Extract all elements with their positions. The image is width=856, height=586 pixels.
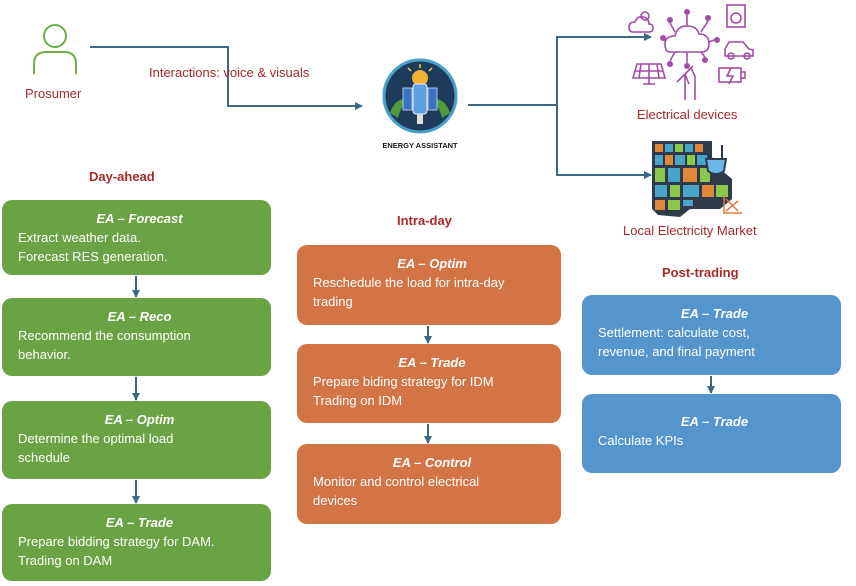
step-title: EA – Optim xyxy=(397,256,467,271)
step-line: Forecast RES generation. xyxy=(18,249,168,264)
step-box-trade-idm: EA – Trade Prepare biding strategy for I… xyxy=(297,344,561,423)
step-title: EA – Trade xyxy=(398,355,466,370)
step-line: Recommend the consumption xyxy=(18,328,191,343)
phase-title-day-ahead: Day-ahead xyxy=(89,169,155,184)
step-title: EA – Control xyxy=(392,455,472,470)
assistant-to-devices-arrow xyxy=(556,33,652,105)
step-line: Trading on DAM xyxy=(18,553,113,568)
step-box-settlement: EA – Trade Settlement: calculate cost, r… xyxy=(582,295,841,375)
step-box-forecast: EA – Forecast Extract weather data. Fore… xyxy=(2,200,271,275)
step-title: EA – Optim xyxy=(104,412,175,427)
iot-cloud-devices-icon xyxy=(628,4,754,100)
step-line: Monitor and control electrical xyxy=(313,474,480,489)
step-box-optim: EA – Optim Determine the optimal load sc… xyxy=(2,401,271,479)
step-box-control: EA – Control Monitor and control electri… xyxy=(297,444,561,524)
step-line: Extract weather data. xyxy=(18,230,141,245)
step-box-reco: EA – Reco Recommend the consumption beha… xyxy=(2,298,271,376)
assistant-label: ENERGY ASSISTANT xyxy=(382,141,458,150)
step-title: EA – Trade xyxy=(680,306,749,321)
step-box-trade-dam: EA – Trade Prepare bidding strategy for … xyxy=(2,504,271,581)
step-box-optim-intraday: EA – Optim Reschedule the load for intra… xyxy=(297,245,561,325)
assistant-to-market-arrow xyxy=(556,105,652,179)
step-line: schedule xyxy=(18,450,71,465)
step-line: Settlement: calculate cost, xyxy=(598,325,750,340)
phase-title-intra-day: Intra-day xyxy=(397,213,452,228)
step-line: Prepare biding strategy for IDM xyxy=(313,374,494,389)
prosumer-label: Prosumer xyxy=(25,86,82,101)
market-label: Local Electricity Market xyxy=(623,223,757,238)
local-market-map-icon xyxy=(652,141,742,217)
devices-label: Electrical devices xyxy=(637,107,738,122)
step-box-kpis: EA – Trade Calculate KPIs xyxy=(582,394,841,473)
step-line: Prepare bidding strategy for DAM. xyxy=(18,534,215,549)
step-line: Determine the optimal load xyxy=(18,431,174,446)
step-line: Trading on IDM xyxy=(313,393,403,408)
phase-title-post-trading: Post-trading xyxy=(662,265,739,280)
step-line: Reschedule the load for intra-day xyxy=(313,275,505,290)
interaction-label: Interactions: voice & visuals xyxy=(149,65,310,80)
step-line: Calculate KPIs xyxy=(598,433,684,448)
step-title: EA – Forecast xyxy=(96,211,183,226)
step-title: EA – Reco xyxy=(107,309,172,324)
step-title: EA – Trade xyxy=(105,515,174,530)
step-title: EA – Trade xyxy=(680,414,749,429)
step-line: revenue, and final payment xyxy=(598,344,755,359)
prosumer-to-assistant-arrow xyxy=(90,46,363,110)
energy-assistant-logo-icon: ENERGY ASSISTANT xyxy=(382,58,458,150)
step-line: trading xyxy=(313,294,353,309)
step-line: behavior. xyxy=(18,347,71,362)
person-icon xyxy=(33,24,77,74)
step-line: devices xyxy=(313,493,358,508)
